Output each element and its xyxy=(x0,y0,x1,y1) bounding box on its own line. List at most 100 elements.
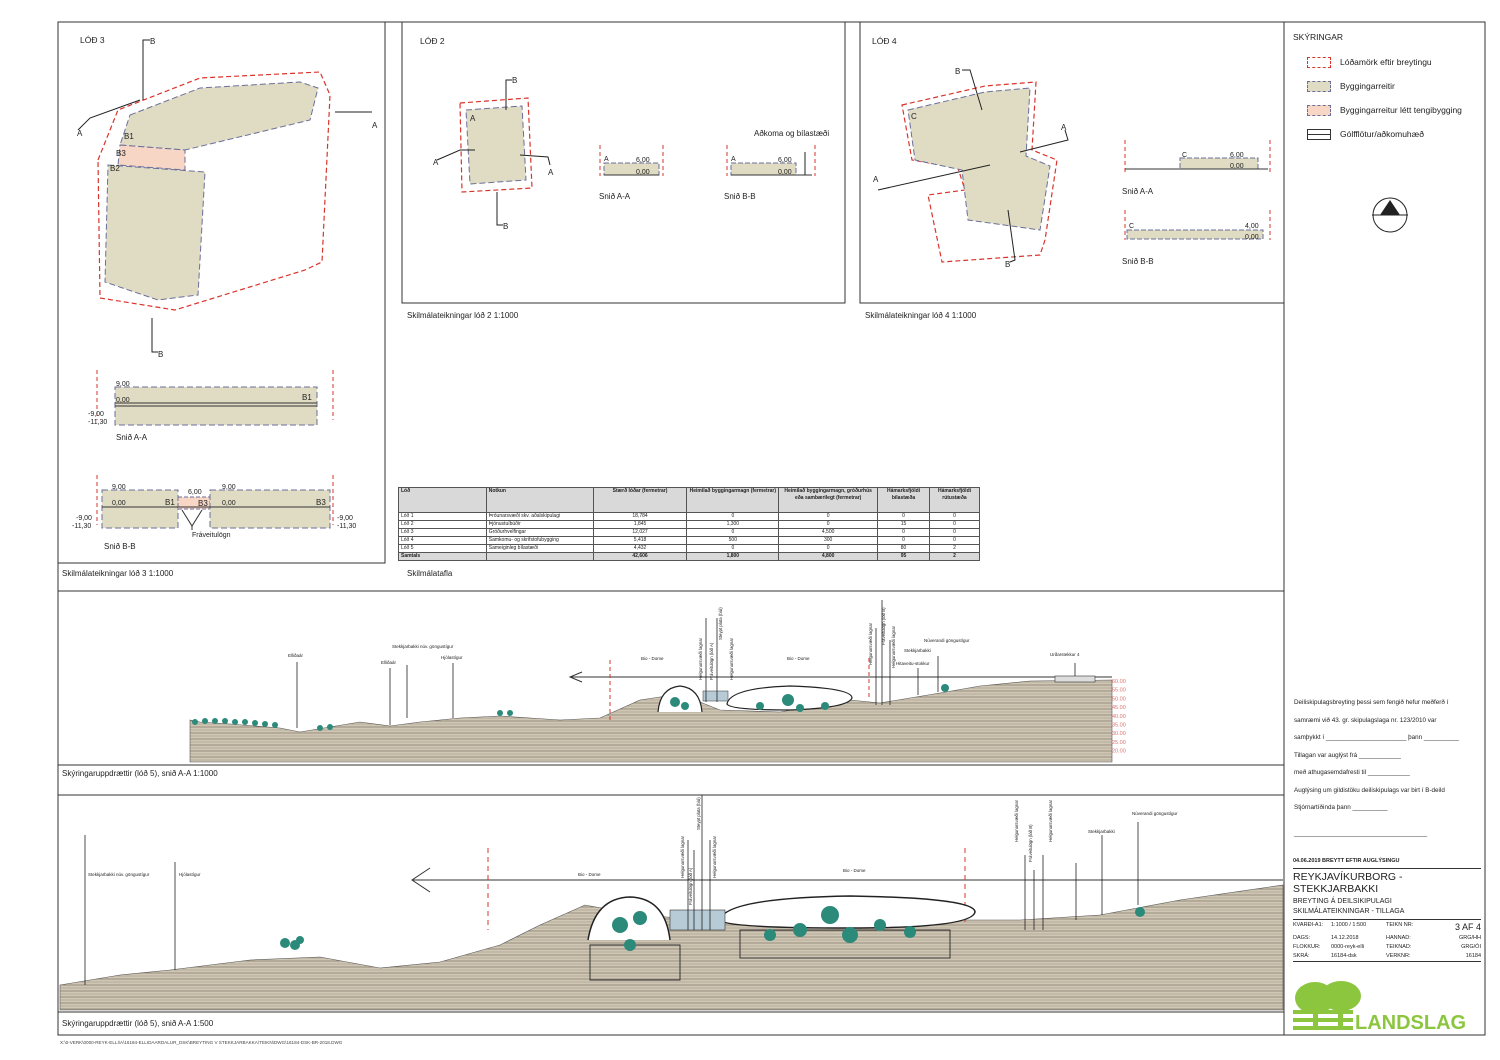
section-annotation: Bio - Dome xyxy=(641,656,664,661)
elevation-label: 45.00 xyxy=(1112,705,1126,711)
title-block-field: TEIKNAD: xyxy=(1386,944,1412,950)
lod4-caption: Skilmálateikningar lóð 4 1:1000 xyxy=(865,311,977,320)
elevation-label: 0,00 xyxy=(222,500,236,507)
table-cell: Gróðurhvelfingar xyxy=(485,528,594,537)
legend-item-building: Byggingarreitir xyxy=(1293,74,1462,98)
table-cell: 1,300 xyxy=(686,520,780,529)
boundary-swatch-icon xyxy=(1307,56,1331,68)
table-caption: Skilmálatafla xyxy=(407,569,453,578)
table-header: Hámarksfjöldi bílastæða xyxy=(877,487,930,513)
elevation-label: 6,00 xyxy=(1230,152,1244,159)
title-block-field: HANNAD: xyxy=(1386,935,1411,941)
building-label: B3 xyxy=(198,499,208,508)
table-cell: Þróunarsvæði skv. aðalskipulagi xyxy=(485,512,594,521)
elevation-label: 0,00 xyxy=(116,397,130,404)
lod3-frame xyxy=(57,21,386,564)
vertical-annotation: Steypt plata (bíó) xyxy=(696,797,701,830)
table-cell: 80 xyxy=(877,544,930,553)
lod4-section-aa: C 6,00 0,00 Snið A-A xyxy=(1122,140,1271,196)
elevation-label: 0,00 xyxy=(1230,163,1244,170)
vertical-annotation: Helgunarsvæði lagnar xyxy=(698,637,703,680)
legend-label: Gólfflötur/aðkomuhæð xyxy=(1340,129,1424,139)
section-title: Snið B-B xyxy=(724,192,756,201)
lod2-title: LÓÐ 2 xyxy=(420,36,445,46)
table-cell: 0 xyxy=(778,512,879,521)
lod2-caption: Skilmálateikningar lóð 2 1:1000 xyxy=(407,311,519,320)
title-block-field: FLOKKUR: xyxy=(1293,944,1321,950)
section-annotation: Bio - Dome xyxy=(578,872,601,877)
approval-line: Deiliskipulagsbreyting þessi sem fengið … xyxy=(1294,699,1449,706)
elevation-label: 55.00 xyxy=(1112,688,1126,694)
legend-item-floor: Gólfflötur/aðkomuhæð xyxy=(1293,122,1462,146)
table-cell: 0 xyxy=(928,528,981,537)
title-block-field: KVARÐI-A1: xyxy=(1293,922,1324,928)
elevation-label: 0,00 xyxy=(1245,234,1259,241)
section-title: Snið A-A xyxy=(1122,187,1154,196)
section1-caption: Skýringaruppdrættir (lóð 5), snið A-A 1:… xyxy=(62,769,218,778)
table-cell: 5,418 xyxy=(592,536,688,545)
legend-label: Byggingarreitur létt tengibygging xyxy=(1340,105,1462,115)
section-marker-label: A xyxy=(1061,123,1067,132)
table-header: Notkun xyxy=(485,487,594,513)
legend-title: SKÝRINGAR xyxy=(1293,32,1344,42)
table-cell: 0 xyxy=(928,520,981,529)
elevation-label: 0,00 xyxy=(636,169,650,176)
table-cell: 95 xyxy=(877,552,930,561)
building-label: C xyxy=(1129,223,1134,230)
table-cell: 0 xyxy=(686,512,780,521)
section-title: Snið B-B xyxy=(104,542,136,551)
title-block-field: 3 AF 4 xyxy=(1454,922,1481,932)
elevation-label: 9,00 xyxy=(222,484,236,491)
building-label: B1 xyxy=(302,393,312,402)
building-label: B3 xyxy=(316,498,326,507)
building-label: B3 xyxy=(116,149,126,158)
legend-item-light-building: Byggingarreitur létt tengibygging xyxy=(1293,98,1462,122)
section-annotation: Hjólastígur xyxy=(179,872,201,877)
title-block-field: TEIKN NR: xyxy=(1386,922,1414,928)
signature-line: ______________________________________ xyxy=(1294,829,1428,837)
title-block-field: 1:1000 / 1:500 xyxy=(1331,922,1367,928)
section-marker-label: A xyxy=(77,129,83,138)
table-cell: 500 xyxy=(686,536,780,545)
lod3-caption: Skilmálateikningar lóð 3 1:1000 xyxy=(62,569,174,578)
building-label: C xyxy=(1182,152,1187,159)
vertical-annotation: Fráveitulögn (lóð A) xyxy=(688,867,693,905)
elevation-label: -9,00 xyxy=(88,411,104,418)
approval-text: Deiliskipulagsbreyting þessi sem fengið … xyxy=(1294,694,1459,842)
section-marker-label: A xyxy=(433,158,439,167)
project-title: REYKJAVÍKURBORG - STEKKJARBAKKI xyxy=(1293,868,1481,895)
elevation-label: 60.00 xyxy=(1112,679,1126,685)
section-annotation: Hjólastígur xyxy=(441,655,463,660)
elevation-label: 0,00 xyxy=(778,169,792,176)
table-cell: 0 xyxy=(686,544,780,553)
elevation-label: 6,00 xyxy=(188,489,202,496)
lod2-section-aa: A 6,00 0,00 Snið A-A xyxy=(599,145,664,201)
drain-note: Fráveitulögn xyxy=(192,532,231,539)
lod4-title: LÓÐ 4 xyxy=(872,36,897,46)
elevation-label: 6,00 xyxy=(778,157,792,164)
lod3-title: LÓÐ 3 xyxy=(80,35,105,45)
legend-label: Byggingarreitir xyxy=(1340,81,1395,91)
table-cell: 300 xyxy=(778,536,879,545)
table-header: Stærð lóðar (fermetrar) xyxy=(592,487,688,513)
title-block-field: 16184-dsk xyxy=(1331,953,1357,959)
table-cell xyxy=(485,552,594,561)
section-title: Snið B-B xyxy=(1122,257,1154,266)
section-annotation: Hitaveitu-stokkur xyxy=(896,661,930,666)
table-cell: 0 xyxy=(686,528,780,537)
table-cell: 1,800 xyxy=(686,552,780,561)
building-label: B1 xyxy=(124,132,134,141)
table-cell: Samkomu- og skrifstofubygging xyxy=(485,536,594,545)
table-cell: 12,027 xyxy=(592,528,688,537)
title-block-field: 14.12.2018 xyxy=(1331,935,1359,941)
legend-item-boundary: Lóðamörk eftir breytingu xyxy=(1293,50,1462,74)
title-block-field: SKRÁ: xyxy=(1293,953,1310,959)
section-annotation: Stekkjarbakki núv. göngustígur xyxy=(392,644,454,649)
title-block: 04.06.2019 BREYTT EFTIR AUGLÝSINGU REYKJ… xyxy=(1293,858,1481,962)
table-cell: 1,845 xyxy=(592,520,688,529)
section2-drawing: Stekkjarbakki núv. göngustígur Hjólastíg… xyxy=(59,795,1284,1011)
